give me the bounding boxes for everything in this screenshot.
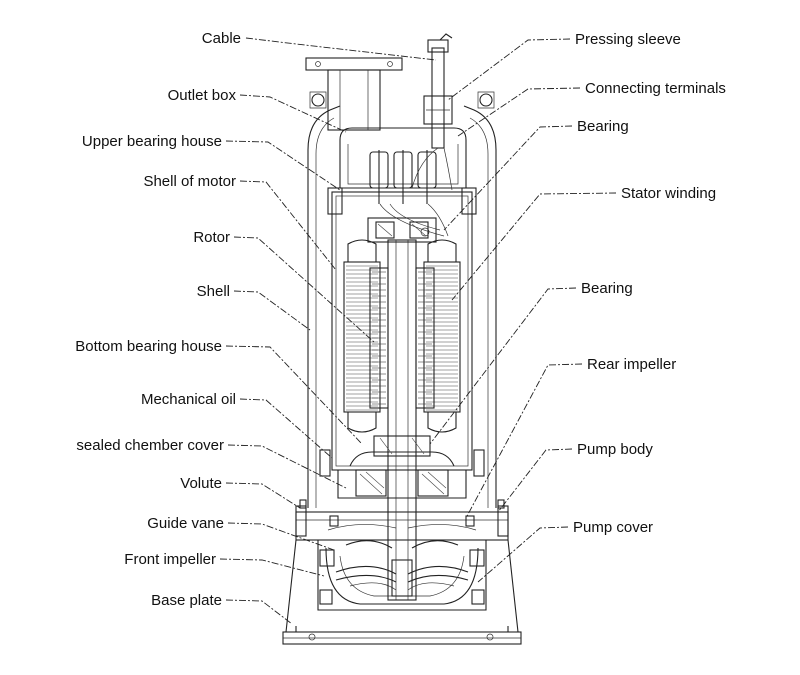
shaft-shape [387, 239, 417, 601]
label-sealed-chamber-cover: sealed chember cover [76, 437, 224, 454]
label-base-plate: Base plate [151, 592, 222, 609]
upper-bearing-shape [367, 217, 437, 243]
leader-pump-body [497, 448, 573, 513]
cable-shape [411, 33, 453, 191]
connecting-terminals-shape [369, 150, 449, 237]
label-rear-impeller: Rear impeller [587, 356, 676, 373]
label-bearing-lower: Bearing [581, 280, 633, 297]
pump-drawing [282, 33, 522, 645]
leader-base-plate [225, 599, 293, 625]
label-bottom-bearing-house: Bottom bearing house [75, 338, 222, 355]
label-connecting-terminals: Connecting terminals [585, 80, 726, 97]
leader-connecting-terminals [457, 87, 581, 137]
pump-cover-shape [327, 515, 477, 531]
leader-bearing-lower [429, 287, 577, 445]
label-guide-vane: Guide vane [147, 515, 224, 532]
sealed-chamber-shape [337, 435, 467, 499]
labels: Cable Outlet box Upper bearing house She… [75, 30, 726, 609]
leader-upper-bearing-house [225, 140, 341, 191]
label-shell-of-motor: Shell of motor [143, 173, 236, 190]
stator-winding-shape [343, 239, 461, 433]
label-pressing-sleeve: Pressing sleeve [575, 31, 681, 48]
leader-lines [219, 37, 617, 625]
label-stator-winding: Stator winding [621, 185, 716, 202]
label-rotor: Rotor [193, 229, 230, 246]
leader-mechanical-oil [239, 398, 333, 459]
leader-bottom-bearing-house [225, 345, 363, 445]
rotor-shape [369, 267, 435, 409]
label-cable: Cable [202, 30, 241, 47]
leader-volute [225, 482, 301, 509]
leader-shell-of-motor [239, 180, 337, 271]
leader-bearing-upper [443, 125, 573, 231]
leader-cable [245, 37, 437, 61]
label-upper-bearing-house: Upper bearing house [82, 133, 222, 150]
leader-pressing-sleeve [447, 38, 571, 101]
leader-outlet-box [239, 94, 347, 133]
leader-sealed-chamber-cover [227, 444, 347, 489]
outlet-box-shape [305, 57, 403, 131]
leader-front-impeller [219, 558, 325, 577]
label-pump-body: Pump body [577, 441, 653, 458]
label-mechanical-oil: Mechanical oil [141, 391, 236, 408]
label-bearing-upper: Bearing [577, 118, 629, 135]
label-outlet-box: Outlet box [168, 87, 237, 104]
pump-body-shape [295, 499, 509, 541]
label-front-impeller: Front impeller [124, 551, 216, 568]
outer-shell-shape [307, 91, 497, 508]
leader-rear-impeller [465, 363, 583, 519]
label-shell: Shell [197, 283, 230, 300]
label-pump-cover: Pump cover [573, 519, 653, 536]
volute-shape [317, 540, 487, 611]
leader-shell [233, 290, 311, 331]
base-plate-shape [282, 539, 522, 645]
leader-pump-cover [477, 526, 569, 583]
impeller-shape [335, 540, 469, 597]
motor-shell-shape [319, 187, 485, 477]
leader-rotor [233, 236, 375, 343]
label-volute: Volute [180, 475, 222, 492]
